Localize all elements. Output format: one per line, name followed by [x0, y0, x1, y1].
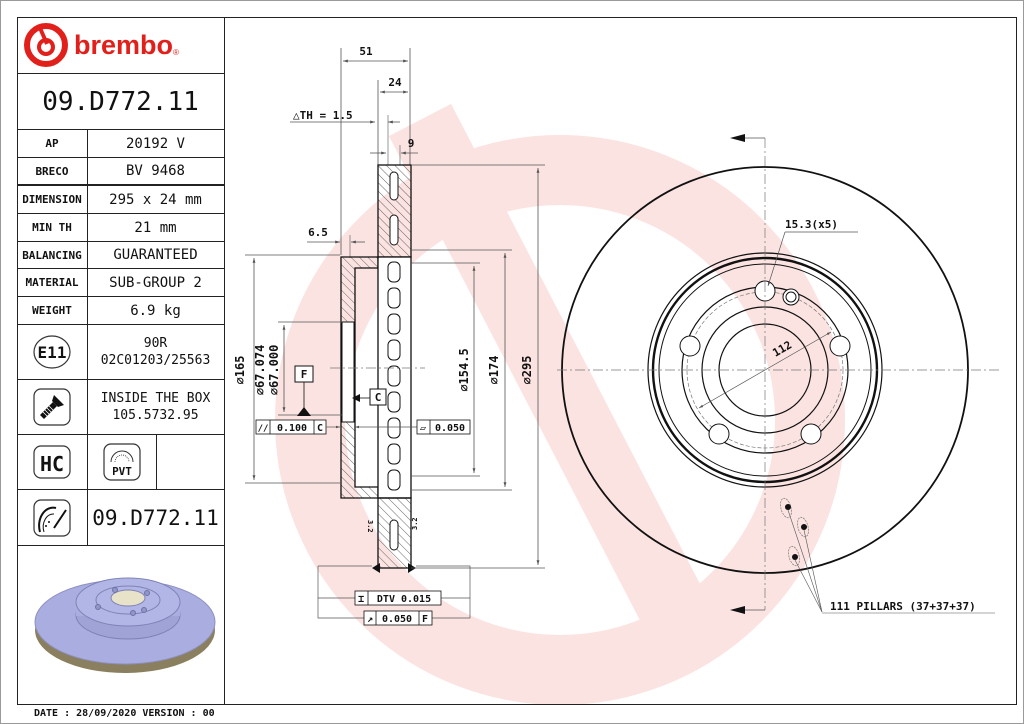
svg-text:HC: HC — [40, 452, 64, 476]
screws-line2: 105.5732.95 — [112, 408, 199, 423]
spec-row: DIMENSION 295 x 24 mm — [17, 186, 224, 214]
parallel-symbol: // — [258, 424, 269, 434]
svg-text:E11: E11 — [38, 343, 67, 362]
approval-line2: 02C01203/25563 — [100, 353, 211, 368]
bottom-part-row: 09.D772.11 — [17, 490, 224, 546]
hc-badge-icon: HC — [33, 445, 71, 479]
spec-value: 20192 V — [125, 135, 185, 152]
disc-render-image — [34, 577, 216, 673]
dim-24: 24 — [388, 76, 402, 89]
bottom-part-number: 09.D772.11 — [92, 505, 219, 530]
registered-mark: ® — [173, 47, 179, 57]
dia-174: ⌀174 — [487, 356, 501, 385]
spec-row: MATERIAL SUB-GROUP 2 — [17, 269, 224, 297]
e11-approval-icon: E11 — [33, 335, 71, 369]
dtv-value: DTV 0.015 — [377, 594, 431, 605]
spec-label: BRECO — [17, 158, 88, 184]
dia-bore-min: ⌀67.000 — [267, 345, 281, 396]
parallel-datum: C — [317, 423, 323, 434]
pillars-label: 111 PILLARS (37+37+37) — [830, 600, 976, 613]
spec-label: BALANCING — [17, 242, 88, 268]
screws-line1: INSIDE THE BOX — [100, 391, 211, 406]
spec-label: AP — [17, 130, 88, 157]
screw-icon-cell — [17, 380, 88, 434]
spec-row: MIN TH 21 mm — [17, 214, 224, 242]
spec-label: DIMENSION — [17, 186, 88, 213]
spec-row: BRECO BV 9468 — [17, 158, 224, 186]
surface-finish-left: 3.2 — [366, 520, 374, 533]
brembo-logo-icon — [24, 23, 68, 67]
spec-label: MIN TH — [17, 214, 88, 241]
runout-value: 0.050 — [382, 614, 412, 625]
badges-row: HC PVT — [17, 435, 224, 490]
disc-wear-icon — [33, 498, 71, 537]
spec-label: MATERIAL — [17, 269, 88, 296]
screws-row: INSIDE THE BOX 105.5732.95 — [17, 380, 224, 435]
disc-wear-icon-cell — [17, 490, 88, 545]
dim-51: 51 — [359, 45, 373, 58]
dim-delta-th: △TH = 1.5 — [293, 109, 353, 122]
approval-line1: 90R — [143, 336, 168, 351]
pvt-cell: PVT — [87, 435, 157, 489]
part-number: 09.D772.11 — [17, 74, 224, 130]
screw-icon — [33, 388, 71, 426]
dia-154-5: ⌀154.5 — [457, 348, 471, 391]
hc-cell: HC — [17, 435, 88, 489]
spec-value: 6.9 kg — [130, 302, 181, 319]
spec-value: 295 x 24 mm — [109, 191, 202, 208]
surface-finish-right: 3.2 — [411, 517, 419, 530]
flatness-value: 0.050 — [435, 423, 465, 434]
brand-name: brembo — [74, 29, 174, 60]
info-panel: brembo ® 09.D772.11 AP 20192 V BRECO BV … — [17, 17, 225, 705]
section-view — [245, 48, 545, 626]
approval-icon-cell: E11 — [17, 325, 88, 379]
dia-165: ⌀165 — [233, 356, 247, 385]
approval-row: E11 90R 02C01203/25563 — [17, 325, 224, 380]
runout-datum: F — [422, 614, 428, 625]
spec-value: GUARANTEED — [113, 247, 198, 263]
drawing-sheet — [17, 17, 1017, 705]
spec-label: WEIGHT — [17, 297, 88, 324]
dia-295: ⌀295 — [520, 356, 534, 385]
spec-value: 21 mm — [134, 219, 177, 236]
spec-value: BV 9468 — [125, 163, 185, 179]
brand-logo: brembo ® — [17, 17, 224, 74]
runout-symbol: ↗ — [367, 614, 373, 625]
footer-date-version: DATE : 28/09/2020 VERSION : 00 — [34, 708, 215, 719]
dim-9: 9 — [408, 137, 415, 150]
dia-bore-max: ⌀67.074 — [253, 345, 267, 396]
flatness-symbol: ▱ — [420, 423, 426, 434]
spec-row: BALANCING GUARANTEED — [17, 242, 224, 269]
svg-text:PVT: PVT — [112, 465, 132, 478]
screws-text: INSIDE THE BOX 105.5732.95 — [87, 380, 224, 434]
dim-6-5: 6.5 — [308, 226, 328, 239]
front-view — [557, 134, 1000, 614]
spec-value: SUB-GROUP 2 — [109, 274, 202, 291]
pvt-badge-icon: PVT — [102, 443, 141, 481]
dtv-symbol: ⌶ — [358, 594, 364, 605]
spec-row: WEIGHT 6.9 kg — [17, 297, 224, 325]
bolt-hole-label: 15.3(x5) — [785, 218, 838, 231]
datum-c: C — [375, 391, 382, 404]
parallel-value: 0.100 — [277, 423, 307, 434]
approval-text: 90R 02C01203/25563 — [87, 325, 224, 379]
spec-row: AP 20192 V — [17, 130, 224, 158]
datum-f: F — [301, 368, 308, 381]
